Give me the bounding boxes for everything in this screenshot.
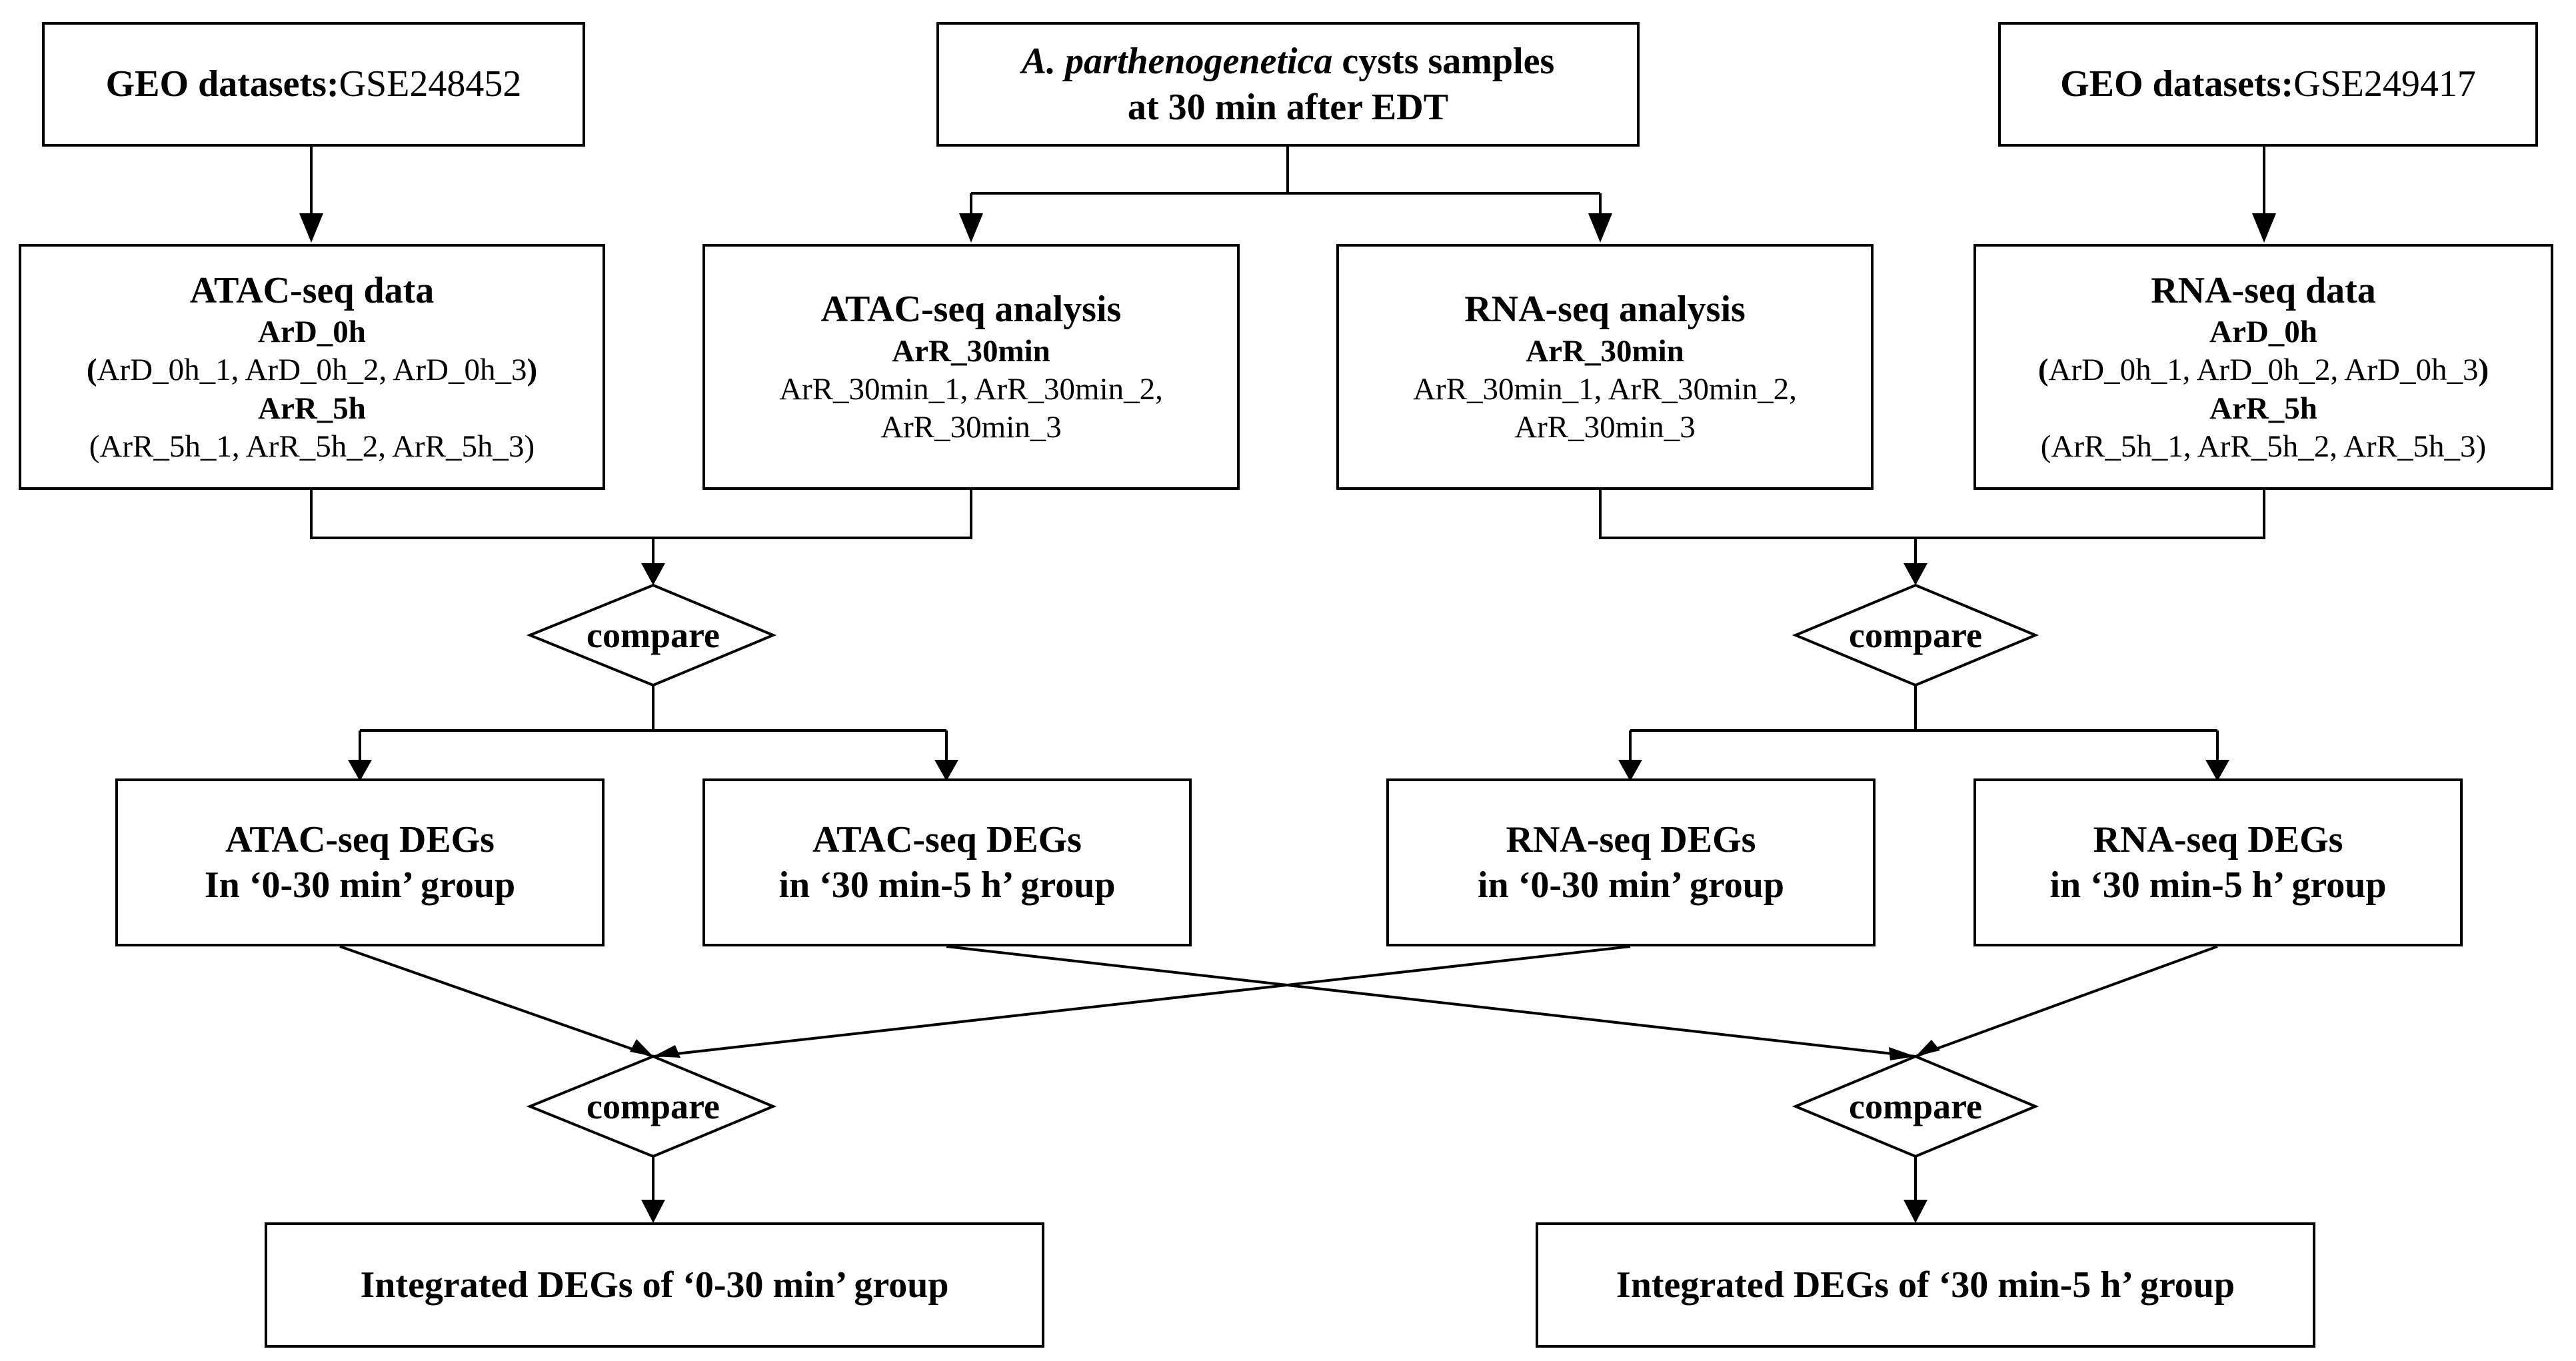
atac-data-group1: ArD_0h [258, 315, 366, 349]
geo-left-label: GEO datasets: [105, 63, 339, 105]
atac-seq-analysis-box: ATAC-seq analysis ArR_30min ArR_30min_1,… [702, 244, 1240, 490]
rna-analysis-list-line2: ArR_30min_3 [1514, 410, 1696, 445]
atac-data-group1-list: ArD_0h_1, ArD_0h_2, ArD_0h_3 [97, 353, 527, 388]
rna-degs-0-30-line2: in ‘0-30 min’ group [1478, 864, 1784, 906]
rna-analysis-list-line1: ArR_30min_1, ArR_30min_2, [1413, 371, 1797, 407]
rna-degs-0-30-box: RNA-seq DEGs in ‘0-30 min’ group [1386, 778, 1876, 946]
geo-dataset-left-box: GEO datasets:GSE248452 [42, 22, 585, 147]
rna-data-group1: ArD_0h [2209, 315, 2317, 349]
arrowhead [630, 1039, 653, 1056]
atac-degs-0-30-line2: In ‘0-30 min’ group [204, 864, 516, 906]
atac-degs-0-30-line1: ATAC-seq DEGs [225, 818, 495, 860]
rna-seq-data-box: RNA-seq data ArD_0h (ArD_0h_1, ArD_0h_2,… [1973, 244, 2553, 490]
atac-data-group2: ArR_5h [258, 391, 366, 426]
atac-degs-30-5-box: ATAC-seq DEGs in ‘30 min-5 h’ group [702, 778, 1192, 946]
samples-line2: at 30 min after EDT [1127, 86, 1449, 128]
arrowhead [299, 213, 323, 243]
arrow-atac-30-5-to-compare [946, 945, 1916, 1058]
arrowhead [1904, 563, 1928, 585]
arrowhead [1889, 1047, 1916, 1060]
samples-line1: cysts samples [1332, 41, 1555, 83]
arrowhead [641, 1200, 665, 1223]
rna-analysis-title: RNA-seq analysis [1464, 289, 1746, 331]
rna-data-group2-list: (ArR_5h_1, ArR_5h_2, ArR_5h_3) [2040, 429, 2487, 464]
compare-label-atac: compare [587, 615, 720, 655]
atac-seq-data-box: ATAC-seq data ArD_0h (ArD_0h_1, ArD_0h_2… [19, 244, 605, 490]
atac-analysis-group: ArR_30min [892, 333, 1050, 369]
connector-rna-merge [1599, 490, 2265, 539]
arrowhead [2252, 213, 2276, 243]
arrow-atac-0-30-to-compare [339, 945, 654, 1058]
rna-degs-30-5-box: RNA-seq DEGs in ‘30 min-5 h’ group [1973, 778, 2463, 946]
geo-left-value: GSE248452 [339, 63, 522, 105]
arrowhead [641, 563, 665, 585]
integrated-0-30-label: Integrated DEGs of ‘0-30 min’ group [360, 1264, 949, 1306]
rna-data-group1-list: ArD_0h_1, ArD_0h_2, ArD_0h_3 [2048, 353, 2479, 388]
atac-analysis-list-line1: ArR_30min_1, ArR_30min_2, [779, 371, 1163, 407]
atac-analysis-list-line2: ArR_30min_3 [880, 410, 1062, 445]
atac-degs-30-5-line2: in ‘30 min-5 h’ group [778, 864, 1116, 906]
integrated-degs-30-5-box: Integrated DEGs of ‘30 min-5 h’ group [1536, 1222, 2315, 1348]
rna-open-paren: ( [2037, 353, 2049, 388]
atac-degs-30-5-line1: ATAC-seq DEGs [812, 818, 1082, 860]
species-name: A. parthenogenetica [1021, 41, 1333, 83]
arrowhead [959, 213, 983, 243]
rna-degs-0-30-line1: RNA-seq DEGs [1506, 818, 1756, 860]
arrowhead [2205, 760, 2229, 781]
compare-label-rna: compare [1849, 615, 1982, 655]
arrowhead [1916, 1040, 1940, 1056]
arrow-rna-0-30-to-compare [652, 945, 1631, 1058]
compare-label-left: compare [587, 1086, 720, 1126]
geo-right-value: GSE249417 [2293, 63, 2476, 105]
integrated-degs-0-30-box: Integrated DEGs of ‘0-30 min’ group [265, 1222, 1044, 1348]
rna-data-title: RNA-seq data [2151, 269, 2376, 311]
arrow-rna-30-5-to-compare [1915, 945, 2218, 1058]
rna-degs-30-5-line2: in ‘30 min-5 h’ group [2049, 864, 2387, 906]
geo-right-label: GEO datasets: [2060, 63, 2294, 105]
arrowhead [934, 760, 958, 781]
arrowhead [653, 1045, 680, 1058]
geo-dataset-right-box: GEO datasets:GSE249417 [1998, 22, 2538, 147]
rna-degs-30-5-line1: RNA-seq DEGs [2093, 818, 2343, 860]
compare-label-right: compare [1849, 1086, 1982, 1126]
rna-data-group2: ArR_5h [2209, 391, 2317, 426]
atac-data-group2-list: (ArR_5h_1, ArR_5h_2, ArR_5h_3) [89, 429, 535, 464]
rna-close-paren: ) [2478, 353, 2489, 388]
connector-atac-merge [310, 490, 972, 539]
arrowhead [1618, 760, 1642, 781]
atac-degs-0-30-box: ATAC-seq DEGs In ‘0-30 min’ group [115, 778, 605, 946]
atac-analysis-title: ATAC-seq analysis [820, 289, 1122, 331]
arrowhead [1904, 1200, 1928, 1223]
rna-analysis-group: ArR_30min [1526, 333, 1684, 369]
atac-open-paren: ( [86, 353, 97, 388]
samples-box: A. parthenogenetica cysts samples at 30 … [936, 22, 1640, 147]
atac-data-title: ATAC-seq data [189, 269, 435, 311]
arrowheads [299, 213, 2276, 1223]
arrowhead [348, 760, 372, 781]
arrowhead [1588, 213, 1612, 243]
integrated-30-5-label: Integrated DEGs of ‘30 min-5 h’ group [1616, 1264, 2235, 1306]
rna-seq-analysis-box: RNA-seq analysis ArR_30min ArR_30min_1, … [1336, 244, 1874, 490]
atac-close-paren: ) [527, 353, 538, 388]
